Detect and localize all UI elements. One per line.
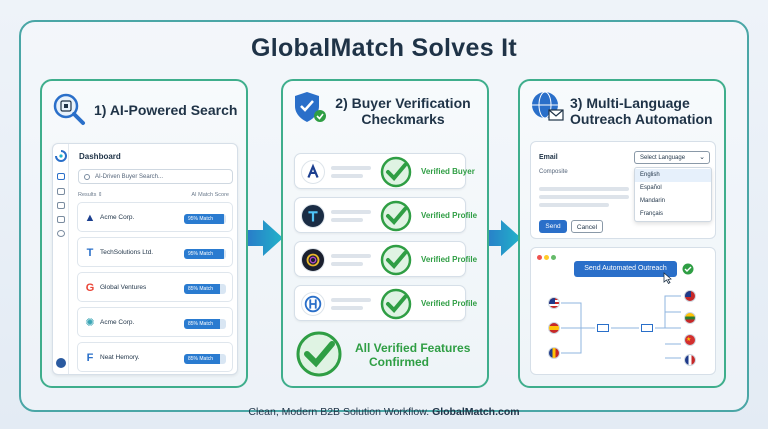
email-label: Email (539, 154, 558, 161)
arrow-right-icon (239, 220, 283, 256)
lithuania-flag-icon (684, 312, 696, 324)
result-row[interactable]: ✺ Acme Corp. 85% Match (77, 307, 233, 337)
company-name: Neat Hemory. (100, 354, 140, 361)
big-check-icon (296, 331, 342, 377)
result-row[interactable]: F Neat Hemory. 85% Match (77, 342, 233, 372)
company-name: Acme Corp. (100, 214, 135, 221)
dashboard-card: Dashboard AI-Driven Buyer Search... Resu… (52, 143, 238, 375)
language-option[interactable]: Mandarin (640, 198, 666, 204)
check-badge-icon (380, 200, 412, 232)
language-option[interactable]: Español (640, 185, 662, 191)
verification-label: Verified Profile (421, 211, 478, 220)
match-score-bar: 95% Match (184, 249, 226, 259)
composite-label: Composite (539, 169, 568, 175)
romania-flag-icon (548, 347, 560, 359)
footer-caption: Clean, Modern B2B Solution Workflow. Glo… (248, 406, 520, 418)
cursor-icon (663, 272, 672, 284)
send-button[interactable]: Send (539, 220, 567, 233)
company-logo-icon (301, 160, 325, 184)
app-logo-icon (55, 150, 67, 162)
gear-icon[interactable] (57, 230, 65, 237)
result-row[interactable]: G Global Ventures 85% Match (77, 272, 233, 302)
chevron-down-icon: ⌄ (699, 154, 705, 161)
verification-label: Verified Profile (421, 299, 478, 308)
company-logo-icon (301, 292, 325, 316)
acme-emblem-icon: ✺ (85, 317, 95, 329)
language-dropdown: English Español Mandarin Français (634, 167, 712, 222)
grid-icon[interactable] (57, 173, 65, 180)
match-score-bar: 95% Match (184, 214, 226, 224)
company-name: Acme Corp. (100, 319, 135, 326)
outreach-flow-lines (561, 295, 681, 359)
language-option[interactable]: English (635, 169, 711, 182)
china-flag-icon: ★ (684, 334, 696, 346)
success-check-icon (682, 263, 694, 275)
shield-check-icon (295, 92, 326, 122)
match-score-bar: 85% Match (184, 354, 226, 364)
company-logo-icon (301, 248, 325, 272)
company-name: TechSolutions Ltd. (100, 249, 154, 256)
chart-icon[interactable] (57, 202, 65, 209)
result-row[interactable]: T TechSolutions Ltd. 95% Match (77, 237, 233, 267)
match-score-bar: 85% Match (184, 284, 226, 294)
users-icon[interactable] (57, 188, 65, 195)
envelope-icon (597, 324, 609, 332)
match-score-bar: 85% Match (184, 319, 226, 329)
verification-row[interactable]: Verified Profile (294, 197, 477, 233)
column-match-score[interactable]: AI Match Score (191, 192, 229, 198)
dashboard-title: Dashboard (79, 152, 121, 161)
user-avatar[interactable] (56, 358, 66, 368)
ai-search-icon (53, 93, 85, 125)
envelope-icon (641, 324, 653, 332)
verification-label: Verified Buyer (421, 167, 475, 176)
france-flag-icon (684, 354, 696, 366)
cancel-button[interactable]: Cancel (571, 220, 603, 233)
verification-row[interactable]: Verified Profile (294, 241, 477, 277)
column-results[interactable]: Results ⇕ (78, 192, 103, 198)
verification-row[interactable]: Verified Profile (294, 285, 477, 321)
language-select[interactable]: Select Language⌄ (634, 151, 710, 164)
outreach-flow-card: Send Automated Outreach ★ (530, 247, 716, 375)
spain-flag-icon (548, 322, 560, 334)
company-name: Global Ventures (100, 284, 147, 291)
result-row[interactable]: ▲ Acme Corp. 95% Match (77, 202, 233, 232)
email-compose-card: Email Select Language⌄ Composite English… (530, 141, 716, 239)
panel-title: 1) AI-Powered Search (94, 102, 238, 118)
acme-logo-icon: ▲ (84, 212, 96, 224)
arrow-right-icon (477, 220, 521, 256)
page-title: GlobalMatch Solves It (250, 34, 518, 62)
panel-ai-search: 1) AI-Powered Search Dashboard AI-Driven… (40, 79, 248, 388)
verification-row[interactable]: Verified Buyer (294, 153, 475, 189)
dashboard-sidebar (53, 144, 69, 374)
taiwan-flag-icon (684, 290, 696, 302)
check-badge-icon (380, 288, 412, 320)
verification-label: Verified Profile (421, 255, 478, 264)
globe-mail-icon (532, 91, 564, 121)
us-flag-icon (548, 297, 560, 309)
folder-icon[interactable] (57, 216, 65, 223)
search-icon (84, 174, 90, 180)
google-logo-icon: G (85, 282, 95, 294)
check-badge-icon (380, 156, 412, 188)
check-badge-icon (380, 244, 412, 276)
language-option[interactable]: Français (640, 211, 664, 217)
buyer-search-input[interactable]: AI-Driven Buyer Search... (78, 169, 233, 184)
send-outreach-button[interactable]: Send Automated Outreach (574, 261, 677, 277)
neat-logo-icon: F (86, 352, 94, 364)
techsolutions-logo-icon: T (86, 247, 94, 259)
company-logo-icon (301, 204, 325, 228)
